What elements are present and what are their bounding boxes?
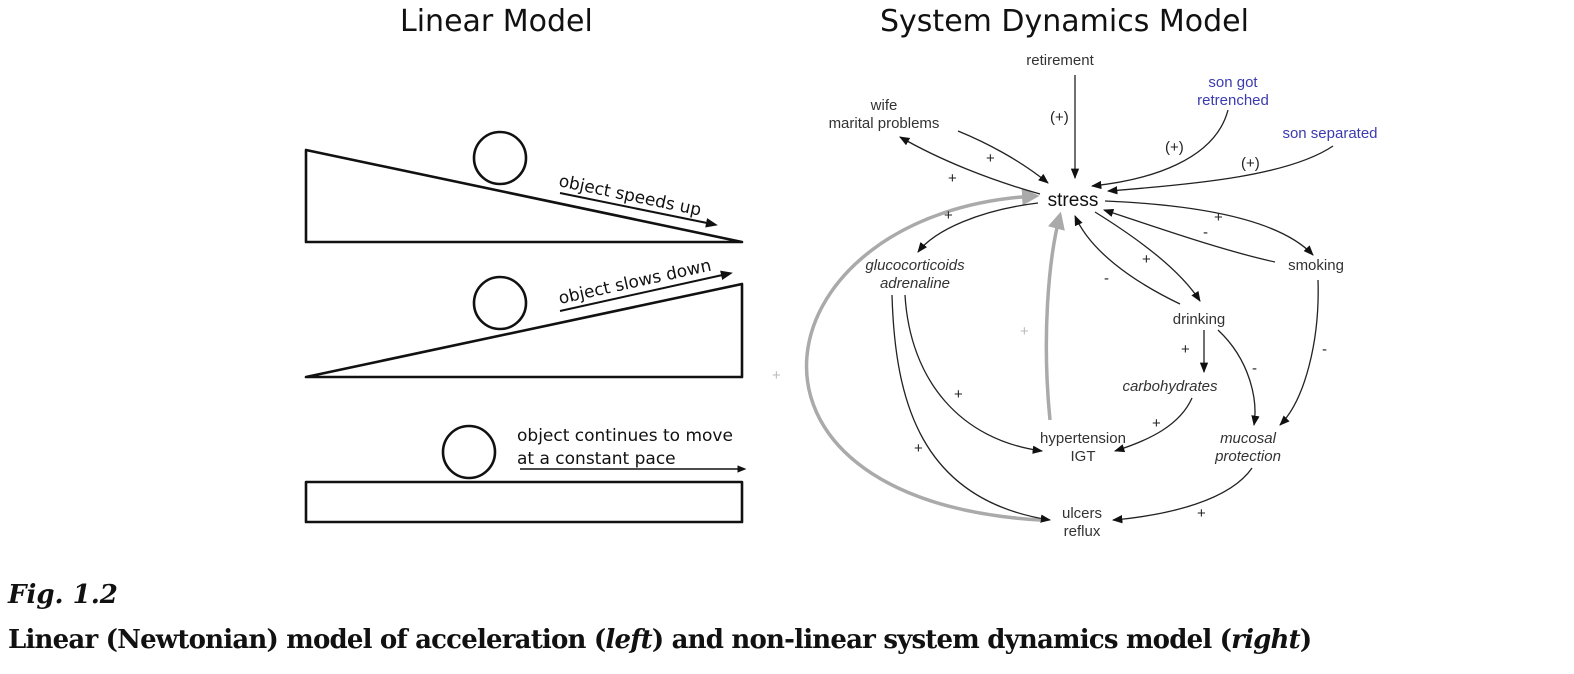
caption-part-3: ) [1299,625,1312,655]
sign-gluco-ulcers: + [914,440,923,457]
node-hypertension-igt: hypertension IGT [1040,430,1126,465]
link-son-retrenched-to-stress [1090,109,1229,190]
downhill-ramp [304,148,744,244]
sign-smoking-mucosal: - [1322,341,1327,358]
sign-carbs-hypertension: + [1152,415,1161,432]
flat-surface [304,480,744,524]
ball-downhill [472,130,528,186]
svg-text:reflux: reflux [1064,523,1101,540]
sign-drinking-stress: - [1104,270,1109,287]
figure-caption: Linear (Newtonian) model of acceleration… [8,625,1312,655]
svg-text:IGT: IGT [1071,448,1096,465]
svg-text:stress: stress [1048,190,1099,211]
sign-retirement-stress: (+) [1050,109,1069,126]
node-retirement: retirement [1026,52,1094,69]
svg-text:carbohydrates: carbohydrates [1122,378,1218,395]
link-stress-to-wife [899,136,1041,195]
panel-uphill: object slows down [304,256,744,379]
panel-flat: object continues to move at a constant p… [304,424,747,524]
node-glucocorticoids-adrenaline: glucocorticoids adrenaline [865,257,965,292]
link-gluco-to-ulcers [891,294,1052,523]
node-wife-marital-problems: wife marital problems [829,97,940,132]
node-mucosal-protection: mucosal protection [1214,430,1281,465]
node-ulcers-reflux: ulcers reflux [1062,505,1102,540]
caption-part-2: ) and non-linear system dynamics model ( [651,625,1232,655]
sign-son-retrenched-stress: (+) [1165,139,1184,156]
svg-text:smoking: smoking [1288,257,1344,274]
sign-hypertension-stress: + [1020,323,1029,340]
caption-part-1: Linear (Newtonian) model of acceleration… [8,625,606,655]
svg-text:wife: wife [870,97,898,114]
linear-model-title: Linear Model [400,4,593,39]
svg-text:hypertension: hypertension [1040,430,1126,447]
svg-text:adrenaline: adrenaline [880,275,950,292]
node-stress: stress [1048,190,1099,211]
panel-downhill: object speeds up [304,130,744,244]
link-drinking-to-mucosal [1217,329,1260,427]
svg-text:ulcers: ulcers [1062,505,1102,522]
label-constant-pace-2: at a constant pace [517,449,676,469]
node-drinking: drinking [1173,311,1226,328]
sign-drinking-mucosal: - [1252,360,1257,377]
svg-text:drinking: drinking [1173,311,1226,328]
sign-stress-drinking: + [1142,251,1151,268]
link-drinking-to-stress [1074,215,1181,305]
sign-wife-stress: + [986,150,995,167]
node-carbohydrates: carbohydrates [1122,378,1218,395]
link-smoking-to-stress [1103,208,1276,263]
sign-ulcers-stress: + [772,367,781,384]
svg-text:protection: protection [1214,448,1281,465]
link-stress-to-gluco [917,202,1039,253]
link-smoking-to-mucosal [1279,279,1319,426]
link-hypertension-to-stress [1044,211,1065,421]
link-stress-to-drinking [1094,211,1201,302]
caption-right: right [1231,625,1300,655]
link-son-separated-to-stress [1106,145,1334,195]
sign-stress-smoking: + [1214,209,1223,226]
svg-text:son separated: son separated [1282,125,1377,142]
link-ulcers-to-stress [804,187,1041,522]
svg-text:retrenched: retrenched [1197,92,1269,109]
diagram-canvas: object speeds up object slows down objec… [304,52,1378,540]
node-son-got-retrenched: son got retrenched [1197,74,1269,109]
ball-uphill [472,275,528,331]
node-smoking: smoking [1288,257,1344,274]
caption-left: left [605,625,652,655]
ball-flat [441,424,497,480]
sign-stress-gluco: + [944,207,953,224]
link-mucosal-to-ulcers [1111,467,1253,524]
label-constant-pace-1: object continues to move [517,426,733,446]
arrow-speeds-up [559,192,718,228]
arrow-slows-down [559,270,733,312]
sign-son-separated-stress: (+) [1241,155,1260,172]
uphill-ramp [304,282,744,379]
system-dynamics-model-title: System Dynamics Model [880,4,1249,39]
svg-text:glucocorticoids: glucocorticoids [865,257,965,274]
sign-stress-wife: + [948,170,957,187]
svg-text:son got: son got [1208,74,1258,91]
node-son-separated: son separated [1282,125,1377,142]
sign-smoking-stress: - [1203,224,1208,241]
svg-text:marital problems: marital problems [829,115,940,132]
link-gluco-to-hypertension [904,294,1044,454]
sign-gluco-hypertension: + [954,386,963,403]
figure-label: Fig. 1.2 [8,580,118,610]
svg-text:mucosal: mucosal [1220,430,1277,447]
sign-mucosal-ulcers: + [1197,505,1206,522]
link-wife-to-stress [957,130,1049,184]
link-stress-to-smoking [1104,200,1314,256]
svg-text:retirement: retirement [1026,52,1094,69]
link-carbs-to-hypertension [1114,397,1193,453]
sign-drinking-carbs: + [1181,341,1190,358]
